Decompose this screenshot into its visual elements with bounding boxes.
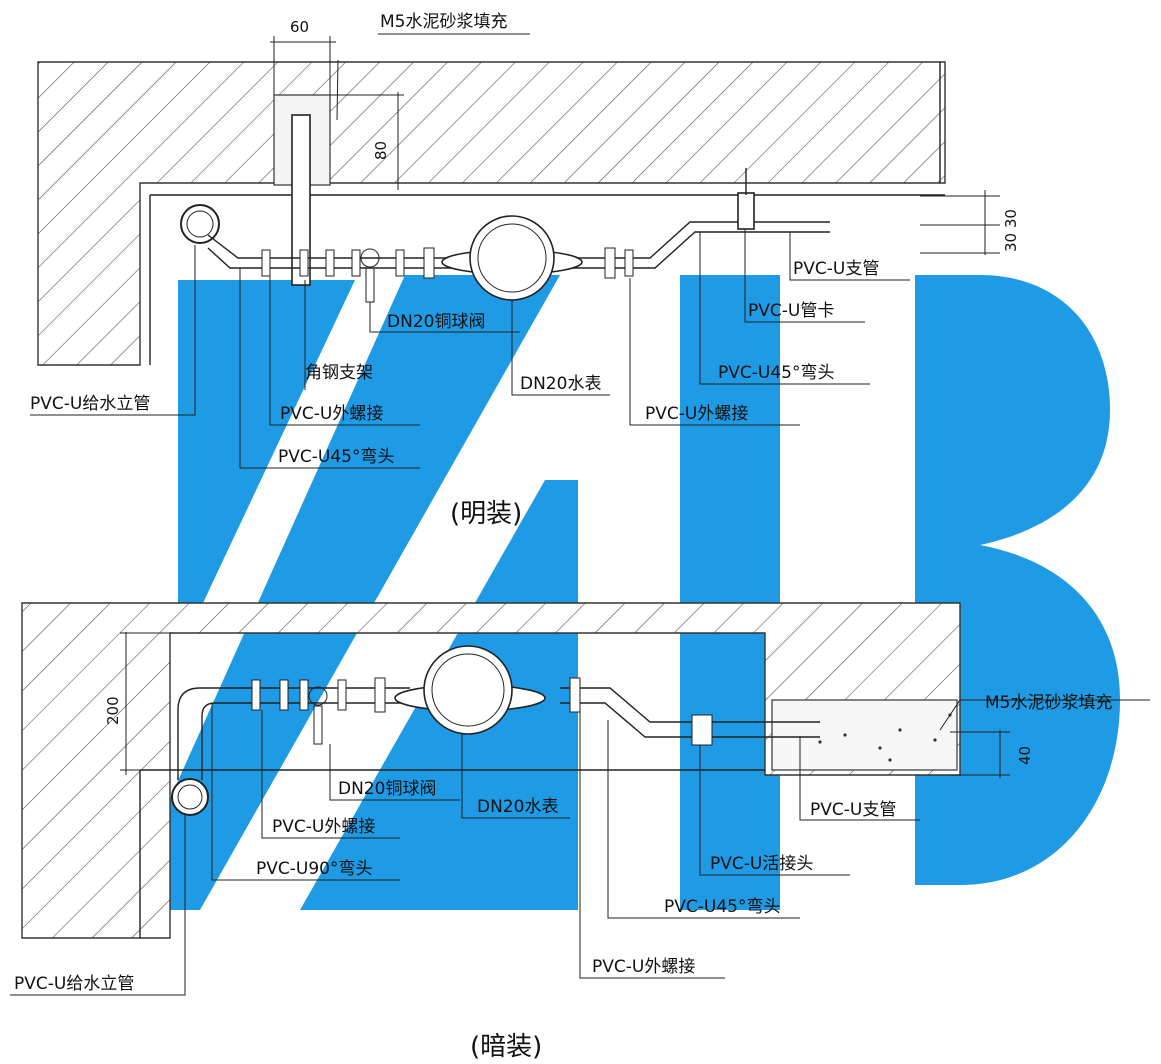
- top-elbow45-left-label: PVC-U45°弯头: [278, 447, 394, 467]
- bottom-riser-pipe: [171, 778, 209, 816]
- top-ball-valve-label: DN20铜球阀: [387, 312, 485, 332]
- bottom-caption: (暗装): [470, 1032, 542, 1062]
- bottom-mortar-label: M5水泥砂浆填充: [985, 693, 1112, 713]
- dim-30-30: 30 30: [1002, 209, 1020, 252]
- top-wall: [37, 61, 946, 366]
- bottom-water-meter-label: DN20水表: [477, 797, 558, 817]
- mortar-dots: [818, 713, 952, 762]
- top-pipe-clip-label: PVC-U管卡: [748, 301, 834, 321]
- dim-60: 60: [290, 18, 309, 36]
- bottom-riser-label: PVC-U给水立管: [14, 974, 134, 994]
- top-section: 60 M5水泥砂浆填充 80 30 30 PVC-U支管 PVC-U管卡 DN2…: [30, 12, 1020, 529]
- bottom-union-label: PVC-U活接头: [710, 854, 813, 874]
- top-pipe-run: [207, 234, 470, 269]
- top-branch-pipe-label: PVC-U支管: [793, 259, 879, 279]
- bottom-ext-thread-left-label: PVC-U外螺接: [272, 817, 375, 837]
- bottom-ext-thread-right-label: PVC-U外螺接: [592, 957, 695, 977]
- angle-steel-bracket: [291, 114, 311, 286]
- dim-200: 200: [104, 696, 122, 725]
- top-pipe-clip: [737, 192, 755, 230]
- top-water-meter-label: DN20水表: [520, 374, 601, 394]
- dim-80: 80: [372, 141, 390, 160]
- dim-40: 40: [1016, 746, 1034, 765]
- bottom-elbow90-label: PVC-U90°弯头: [256, 859, 372, 879]
- top-mortar-label: M5水泥砂浆填充: [380, 12, 507, 32]
- top-ext-thread-left-label: PVC-U外螺接: [280, 404, 383, 424]
- bottom-mortar-zone: [771, 699, 958, 771]
- angle-bracket-label: 角钢支架: [305, 363, 373, 383]
- top-elbow45-right-label: PVC-U45°弯头: [718, 363, 834, 383]
- top-caption: (明装): [450, 499, 522, 529]
- bottom-section: 200 40 M5水泥砂浆填充 DN20铜球阀 DN20水表 PVC-U支管 P…: [10, 602, 1150, 1062]
- bottom-ball-valve-label: DN20铜球阀: [338, 779, 436, 799]
- bottom-branch-pipe-label: PVC-U支管: [810, 800, 896, 820]
- top-ext-thread-right-label: PVC-U外螺接: [645, 404, 748, 424]
- bottom-elbow45-label: PVC-U45°弯头: [664, 897, 780, 917]
- top-riser-label: PVC-U给水立管: [30, 394, 150, 414]
